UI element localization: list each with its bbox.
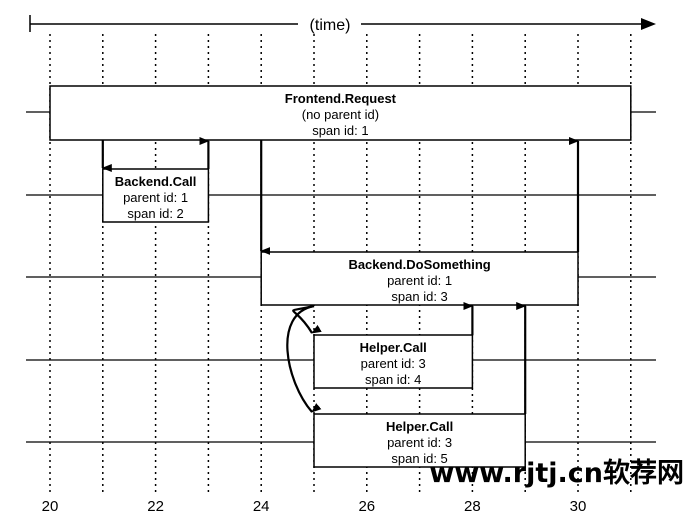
span-parent-id: parent id: 3 bbox=[387, 435, 452, 450]
span-rect bbox=[313, 334, 474, 389]
watermark: www.rjtj.cn软荐网 bbox=[429, 458, 684, 489]
span-title: Helper.Call bbox=[360, 340, 427, 355]
span-parent-id: parent id: 3 bbox=[361, 356, 426, 371]
span-id: span id: 5 bbox=[391, 451, 447, 466]
tick-labels: 20 22 24 26 28 30 bbox=[42, 498, 587, 515]
span-parent-id: parent id: 1 bbox=[387, 273, 452, 288]
span-rect bbox=[260, 251, 579, 306]
span-title: Helper.Call bbox=[386, 419, 453, 434]
span-parent-id: (no parent id) bbox=[302, 107, 379, 122]
span-rect bbox=[313, 413, 526, 468]
span-id: span id: 3 bbox=[391, 289, 447, 304]
span-rect bbox=[102, 168, 210, 223]
time-axis-label: (time) bbox=[310, 17, 351, 34]
span-rect bbox=[49, 85, 632, 141]
tick-label-22: 22 bbox=[147, 498, 164, 515]
span-title: Frontend.Request bbox=[285, 91, 397, 106]
tick-label-28: 28 bbox=[464, 498, 481, 515]
span-id: span id: 1 bbox=[312, 123, 368, 138]
tick-label-20: 20 bbox=[42, 498, 59, 515]
span-title: Backend.Call bbox=[115, 174, 197, 189]
tick-label-26: 26 bbox=[358, 498, 375, 515]
time-axis: (time) bbox=[29, 15, 656, 34]
call-arrows bbox=[101, 137, 580, 414]
call-arrow-7 bbox=[286, 304, 322, 413]
span-box-1: Frontend.Request(no parent id)span id: 1 bbox=[49, 85, 632, 141]
spans: Frontend.Request(no parent id)span id: 1… bbox=[49, 85, 632, 468]
span-id: span id: 4 bbox=[365, 372, 421, 387]
span-id: span id: 2 bbox=[127, 206, 183, 221]
span-title: Backend.DoSomething bbox=[348, 257, 490, 272]
time-axis-arrow-icon bbox=[641, 18, 656, 30]
span-parent-id: parent id: 1 bbox=[123, 190, 188, 205]
tick-label-30: 30 bbox=[570, 498, 587, 515]
tick-label-24: 24 bbox=[253, 498, 270, 515]
